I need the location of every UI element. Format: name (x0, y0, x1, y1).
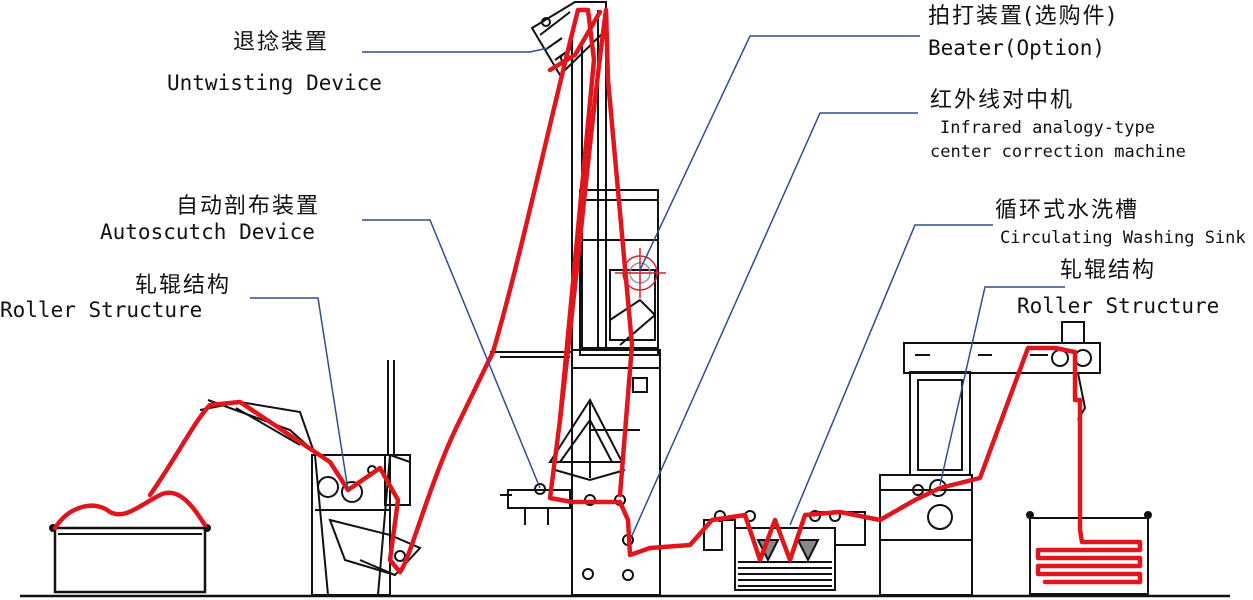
roller-left-label-zh: 轧辊结构 (135, 273, 232, 298)
infrared-label-en-line2: center correction machine (930, 142, 1186, 162)
washing-label-zh: 循环式水洗槽 (995, 198, 1140, 223)
output-basket (1026, 511, 1152, 595)
leader-infrared (629, 112, 918, 541)
washing-sink (703, 510, 866, 591)
infrared-label-zh: 红外线对中机 (930, 88, 1075, 113)
untwisting-label-zh: 退捻装置 (233, 30, 330, 55)
leader-beater (639, 35, 920, 271)
roller-right-label-zh: 轧辊结构 (1060, 258, 1157, 283)
leader-lines (250, 35, 1065, 541)
beater-label-en: Beater(Option) (928, 36, 1106, 60)
beater-label-zh: 拍打装置(选购件) (928, 4, 1118, 29)
untwisting-label-en: Untwisting Device (167, 71, 382, 95)
fabric-pile (52, 490, 208, 531)
autoscutch-label-zh: 自动剖布装置 (176, 194, 321, 219)
fabric-path (52, 7, 1143, 585)
fabric-cart (49, 524, 211, 594)
autoscutch-label-en: Autoscutch Device (100, 220, 315, 244)
washing-label-en: Circulating Washing Sink (1000, 228, 1246, 248)
leader-untwisting (362, 47, 549, 53)
right-roller-unit (879, 321, 1101, 596)
roller-left-label-en: Roller Structure (0, 298, 203, 322)
infrared-label-en-line1: Infrared analogy-type (940, 118, 1155, 138)
leader-autoscutch (362, 219, 541, 489)
leader-roller-right (939, 286, 1065, 486)
leader-washing (789, 224, 993, 526)
roller-right-label-en: Roller Structure (1017, 294, 1220, 318)
leader-roller-left (250, 297, 349, 491)
